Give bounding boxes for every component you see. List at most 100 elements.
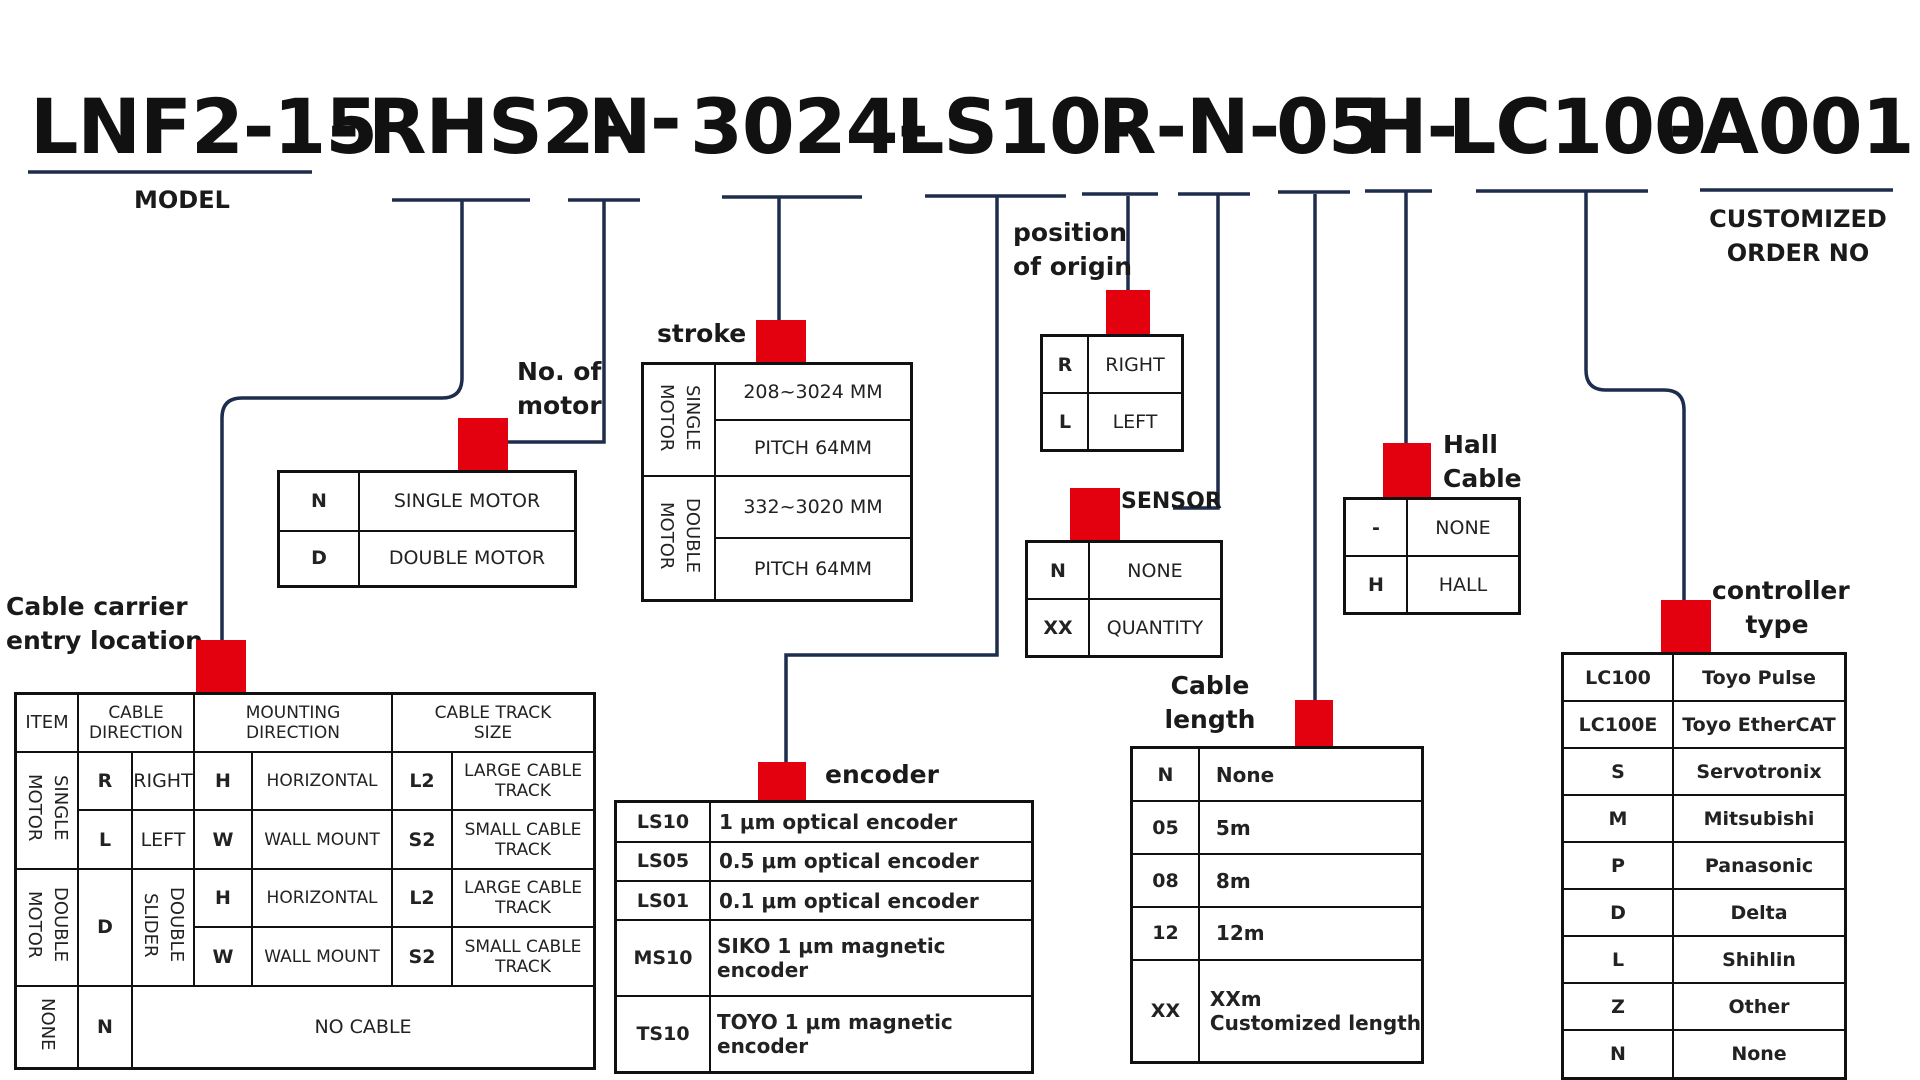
table-row: ITEM CABLE DIRECTION MOUNTING DIRECTION … <box>14 692 596 753</box>
table-cell: S <box>1561 747 1674 797</box>
table-row: N NONE <box>1025 540 1223 600</box>
table-row: NONE N NO CABLE <box>14 984 596 1070</box>
table-cell: R <box>77 750 133 812</box>
table-cell: Panasonic <box>1672 841 1847 891</box>
table-cell: H <box>193 867 253 929</box>
table-cell: LS05 <box>614 840 711 882</box>
table-cell: 1 μm optical encoder <box>709 800 1034 843</box>
table-cell: HALL <box>1406 555 1521 615</box>
code-cable: 05 <box>1276 82 1381 171</box>
table-cell: WALL MOUNT <box>251 926 393 987</box>
no-motor-label: No. of motor <box>517 357 602 420</box>
table-cell: L <box>1561 935 1674 985</box>
table-cell: Toyo EtherCAT <box>1672 700 1847 750</box>
single-motor-label: SINGLE MOTOR <box>656 383 703 452</box>
encoder-table: LS10 1 μm optical encoder LS05 0.5 μm op… <box>614 800 1034 1074</box>
table-cell: Servotronix <box>1672 747 1847 797</box>
table-row: W WALL MOUNT S2 SMALL CABLE TRACK <box>16 926 596 987</box>
table-row: R RIGHT <box>1040 334 1184 394</box>
stroke-marker <box>756 320 806 362</box>
table-cell: P <box>1561 841 1674 891</box>
table-cell: SINGLE MOTOR <box>358 470 577 532</box>
model-label: MODEL <box>134 186 230 214</box>
table-cell: XX <box>1025 598 1090 658</box>
table-row: MS10 SIKO 1 μm magnetic encoder <box>614 919 1034 998</box>
table-cell: Mitsubishi <box>1672 794 1847 844</box>
table-row: 12 12m <box>1130 906 1424 961</box>
table-cell: - <box>1343 497 1408 557</box>
table-cell: D <box>1561 888 1674 938</box>
origin-table: R RIGHT L LEFT <box>1040 334 1184 452</box>
position-origin-label: position of origin <box>1013 218 1133 281</box>
table-cell: RIGHT <box>131 750 195 812</box>
table-cell: SMALL CABLE TRACK <box>451 926 596 987</box>
table-cell: 12 <box>1130 906 1200 961</box>
cable-length-table: N None 05 5m 08 8m 12 12m XX XXm Customi… <box>1130 746 1424 1064</box>
table-cell: TOYO 1 μm magnetic encoder <box>709 995 1034 1074</box>
hall-table: - NONE H HALL <box>1343 497 1521 615</box>
table-cell: SIKO 1 μm magnetic encoder <box>709 919 1034 998</box>
table-cell: 8m <box>1197 853 1424 908</box>
table-row: XX XXm Customized length <box>1130 958 1424 1064</box>
code-order: A001 <box>1700 82 1914 171</box>
table-cell: 0.5 μm optical encoder <box>709 840 1034 882</box>
table-cell: LARGE CABLE TRACK <box>451 750 596 812</box>
single-motor-label: SINGLE MOTOR <box>24 774 71 842</box>
sensor-label: SENSOR <box>1121 489 1222 514</box>
table-cell: 05 <box>1130 800 1200 856</box>
table-cell: L <box>77 809 133 870</box>
table-row: DOUBLE MOTOR D DOUBLE SLIDER H HORIZONTA… <box>14 867 596 987</box>
table-cell: 332~3020 MM <box>714 475 913 539</box>
table-cell: M <box>1561 794 1674 844</box>
code-encoder: LS10- <box>896 82 1132 171</box>
table-cell: Other <box>1672 982 1847 1032</box>
code-dash: - <box>650 74 682 163</box>
table-row: N None <box>1130 746 1424 803</box>
table-cell: Delta <box>1672 888 1847 938</box>
encoder-label: encoder <box>825 760 939 789</box>
table-row: LS10 1 μm optical encoder <box>614 800 1034 843</box>
cable-carrier-table: ITEM CABLE DIRECTION MOUNTING DIRECTION … <box>14 692 596 1070</box>
table-cell: DOUBLE MOTOR <box>358 529 577 588</box>
motor-marker <box>458 418 508 470</box>
table-row: TS10 TOYO 1 μm magnetic encoder <box>614 995 1034 1074</box>
code-model: LNF2-15 <box>30 82 378 171</box>
cable-length-label: Cable length <box>1164 671 1256 734</box>
table-cell: 5m <box>1197 800 1424 856</box>
table-row: PITCH 64MM <box>643 419 913 478</box>
table-row: - NONE <box>1343 497 1521 557</box>
table-cell: H <box>193 750 253 812</box>
table-cell: NONE <box>1088 540 1223 600</box>
table-cell: W <box>193 809 253 870</box>
code-dash: - <box>328 82 360 171</box>
table-row: LS01 0.1 μm optical encoder <box>614 879 1034 922</box>
table-cell: PITCH 64MM <box>714 536 913 602</box>
table-cell: N <box>77 984 133 1070</box>
cable-carrier-label: Cable carrier entry location <box>6 592 203 655</box>
motor-table: N SINGLE MOTOR D DOUBLE MOTOR <box>277 470 577 588</box>
table-header: MOUNTING DIRECTION <box>193 692 393 753</box>
table-cell: TS10 <box>614 995 711 1074</box>
table-cell: MS10 <box>614 919 711 998</box>
table-cell: 12m <box>1197 906 1424 961</box>
double-slider-label: DOUBLE SLIDER <box>140 887 187 963</box>
table-cell: RIGHT <box>1087 334 1184 394</box>
table-header: ITEM <box>14 692 79 753</box>
table-cell: LEFT <box>131 809 195 870</box>
table-cell: Toyo Pulse <box>1672 652 1847 703</box>
table-header: CABLE DIRECTION <box>77 692 195 753</box>
code-hall: H- <box>1364 82 1458 171</box>
table-row: D DOUBLE MOTOR <box>277 529 577 588</box>
table-cell: N <box>1561 1029 1674 1080</box>
controller-type-label: controller type <box>1712 576 1850 639</box>
table-row: N SINGLE MOTOR <box>277 470 577 532</box>
